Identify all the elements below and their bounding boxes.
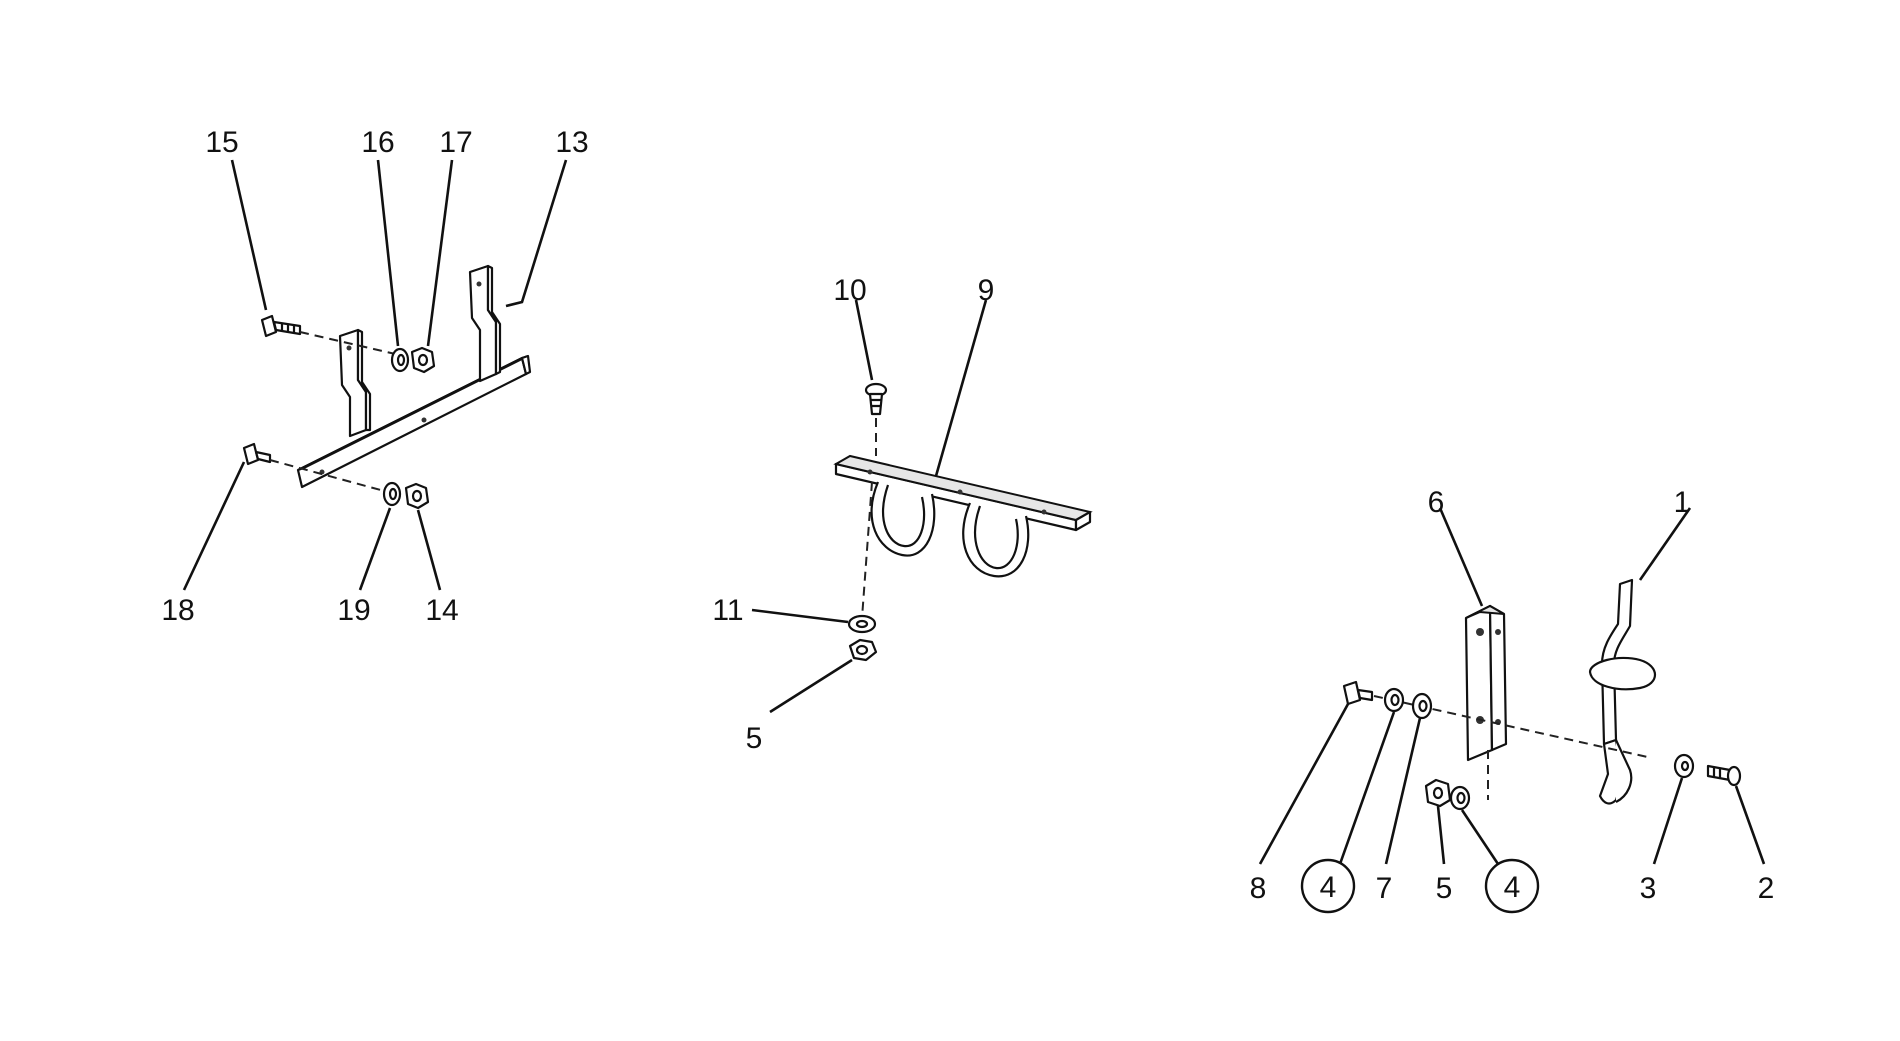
nut-5-right <box>1424 778 1452 808</box>
callout-18: 18 <box>161 594 194 627</box>
callout-11: 11 <box>712 594 743 627</box>
star-washer-3 <box>1673 753 1695 779</box>
callout-4-left: 4 <box>1320 871 1337 904</box>
left-upright-bracket <box>338 328 372 438</box>
right-hanger-assembly <box>1258 507 1766 914</box>
callout-13: 13 <box>555 126 588 159</box>
left-bracket-assembly <box>182 159 568 591</box>
callout-4-right: 4 <box>1504 871 1521 904</box>
lock-washer-4-left <box>1383 687 1405 713</box>
callout-circle-4-right <box>1484 858 1540 914</box>
hanger-strap-1 <box>1588 578 1657 805</box>
washer-19 <box>382 481 402 507</box>
callout-2: 2 <box>1758 872 1775 905</box>
callout-6: 6 <box>1428 486 1445 519</box>
callout-labels: 15 16 17 13 18 19 14 10 9 11 5 6 1 8 4 7… <box>161 126 1774 905</box>
callout-19: 19 <box>337 594 370 627</box>
right-upright-bracket <box>468 264 502 383</box>
lock-washer-4-right <box>1449 785 1471 811</box>
callout-8: 8 <box>1250 872 1267 905</box>
callout-7: 7 <box>1376 872 1393 905</box>
callout-16: 16 <box>361 126 394 159</box>
clamp-bracket-9 <box>833 454 1093 578</box>
callout-17: 17 <box>439 126 472 159</box>
bolt-15 <box>260 314 302 338</box>
nut-17 <box>410 346 436 374</box>
callout-15: 15 <box>205 126 238 159</box>
bolt-8 <box>1342 680 1374 706</box>
mounting-bar <box>296 354 532 489</box>
callout-5-middle: 5 <box>746 722 763 755</box>
washer-11 <box>847 614 877 634</box>
bolt-18 <box>242 442 272 466</box>
screw-2 <box>1706 764 1742 787</box>
callout-1: 1 <box>1674 486 1691 519</box>
middle-clamp-assembly <box>751 299 1093 714</box>
callout-9: 9 <box>978 274 995 307</box>
screw-10 <box>864 382 888 416</box>
channel-bracket-6 <box>1464 604 1508 762</box>
callout-10: 10 <box>833 274 866 307</box>
washer-16 <box>390 347 410 373</box>
callout-3: 3 <box>1640 872 1657 905</box>
callout-5-right: 5 <box>1436 872 1453 905</box>
callout-circle-4-left <box>1300 858 1356 914</box>
callout-14: 14 <box>425 594 458 627</box>
nut-14 <box>404 482 430 510</box>
nut-5-middle <box>848 638 878 662</box>
washer-7 <box>1411 692 1433 720</box>
